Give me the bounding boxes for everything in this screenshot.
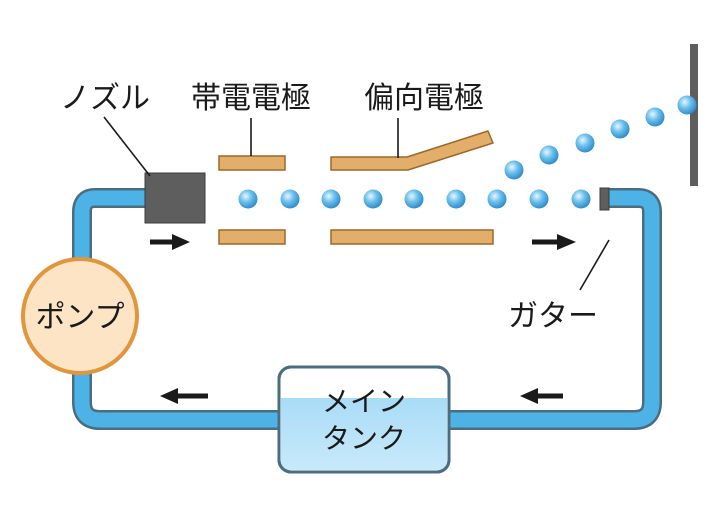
ink-drops-straight <box>238 189 591 209</box>
main-tank: メイン タンク <box>277 365 451 474</box>
arrow-right-icon <box>150 234 190 250</box>
main-tank-label-line2: タンク <box>322 422 406 455</box>
deflection-electrode-label: 偏向電極 <box>364 81 484 116</box>
ink-drops-deflected <box>504 95 697 180</box>
ink-drop <box>363 189 383 209</box>
arrow-right-icon <box>532 234 576 250</box>
ink-drop <box>645 107 665 127</box>
ink-drop <box>504 160 524 180</box>
deflection-electrode <box>330 130 494 245</box>
ink-drop <box>280 189 300 209</box>
ink-drop <box>575 133 595 153</box>
main-tank-label-line1: メイン <box>322 385 406 418</box>
ink-drop <box>321 189 341 209</box>
leader-lines <box>103 116 610 291</box>
arrow-left-icon <box>160 388 208 404</box>
print-target <box>690 44 698 186</box>
nozzle <box>144 172 206 224</box>
ink-drop <box>677 95 697 115</box>
arrow-left-icon <box>520 388 563 404</box>
ink-drop <box>571 189 591 209</box>
gutter <box>599 187 610 211</box>
ink-drop <box>539 145 559 165</box>
pump: ポンプ <box>21 257 139 375</box>
nozzle-label: ノズル <box>60 81 150 116</box>
gutter-label: ガター <box>508 299 598 334</box>
charge-electrode-label: 帯電電極 <box>191 81 311 116</box>
ink-drop <box>238 189 258 209</box>
ink-drop <box>446 189 466 209</box>
ink-drop <box>487 189 507 209</box>
ink-drop <box>610 119 630 139</box>
pump-label: ポンプ <box>35 300 124 335</box>
flow-arrows <box>150 234 576 404</box>
ink-drop <box>529 189 549 209</box>
ink-drop <box>404 189 424 209</box>
charge-electrode <box>218 155 286 245</box>
